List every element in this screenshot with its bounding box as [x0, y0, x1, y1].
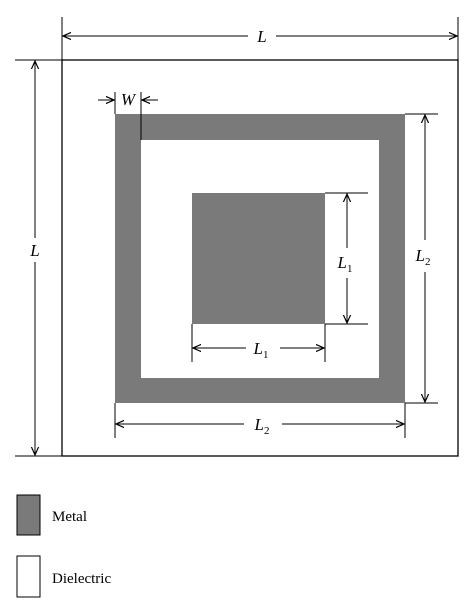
- dimension-outer-width: L: [63, 27, 457, 46]
- legend-swatch-metal: [16, 494, 41, 536]
- dimension-strip-width: W: [98, 90, 158, 109]
- legend-item-metal: Metal: [16, 494, 87, 536]
- legend-label-metal: Metal: [52, 509, 87, 525]
- legend: Metal Dielectric: [16, 494, 111, 598]
- dimension-inner-height: L1: [337, 194, 353, 323]
- dimension-inner-width: L1: [193, 339, 324, 361]
- inner-height-label: L1: [337, 253, 353, 275]
- legend-label-dielectric: Dielectric: [52, 571, 111, 587]
- ring-height-label: L2: [415, 246, 431, 268]
- outer-width-label: L: [256, 27, 266, 46]
- dimension-ring-height: L2: [415, 115, 431, 402]
- legend-swatch-dielectric: [16, 555, 41, 598]
- strip-width-label: W: [121, 90, 137, 109]
- extension-lines: [15, 17, 459, 457]
- metal-inner-patch: [192, 193, 325, 324]
- dimension-ring-width: L2: [116, 415, 404, 437]
- dimension-outer-height: L: [29, 61, 40, 455]
- legend-item-dielectric: Dielectric: [16, 555, 111, 598]
- outer-height-label: L: [29, 241, 39, 260]
- ring-width-label: L2: [254, 415, 270, 437]
- inner-width-label: L1: [253, 339, 269, 361]
